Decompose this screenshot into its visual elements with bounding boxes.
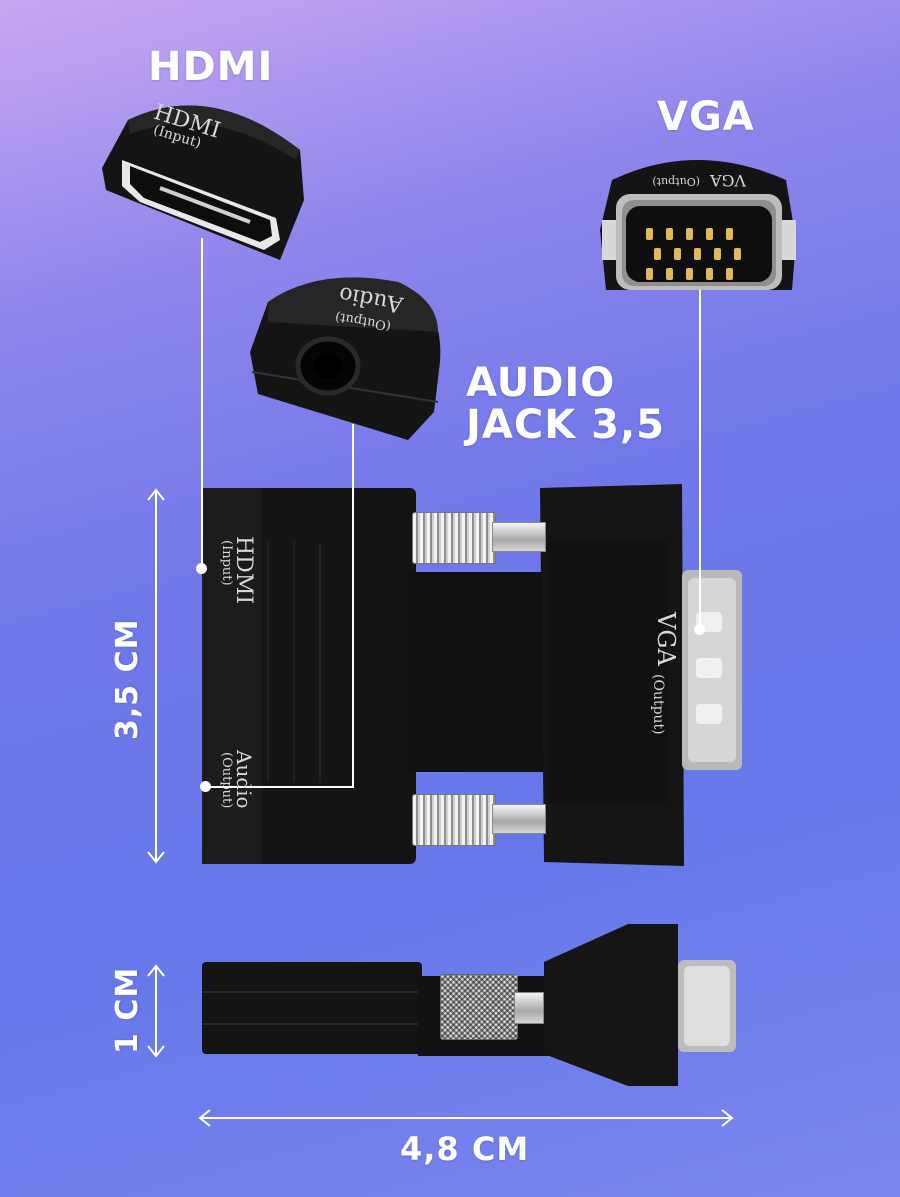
audio-port-closeup: Audio (Output): [248, 262, 444, 442]
audio-callout-hline: [206, 786, 354, 788]
adapter-front-image: [202, 484, 742, 866]
side-screw-shaft: [514, 992, 544, 1024]
vga-closeup-engraving: VGA: [710, 171, 746, 190]
hdmi-port-closeup: HDMI (Input): [100, 90, 308, 262]
height-dimension-label: 3,5 CM: [110, 618, 145, 740]
body-hdmi-sub: (Input): [219, 540, 234, 586]
body-hdmi-sub-text: (Input): [219, 540, 234, 586]
body-hdmi-engraving: HDMI: [231, 536, 256, 604]
vga-closeup-sub-text: (Output): [652, 175, 700, 188]
body-vga-sub: (Output): [650, 674, 666, 735]
adapter-front-view: HDMI (Input) Audio (Output) VGA (Output): [198, 482, 748, 870]
body-audio-text: Audio: [232, 750, 256, 809]
body-audio-engraving: Audio: [232, 750, 256, 809]
vga-port-closeup: VGA (Output): [596, 150, 802, 296]
depth-dimension-label: 1 CM: [110, 966, 145, 1054]
bottom-screw-shaft: [492, 804, 546, 834]
body-hdmi-text: HDMI: [231, 536, 256, 605]
body-vga-sub-text: (Output): [650, 674, 666, 735]
depth-dimension-arrow: [147, 964, 165, 1058]
vga-port-image: [600, 160, 796, 290]
vga-label: VGA: [657, 94, 755, 140]
width-dimension-arrow: [198, 1109, 734, 1127]
height-dimension-arrow: [147, 488, 165, 864]
body-audio-sub: (Output): [219, 752, 234, 808]
audio-label-line1: AUDIO: [466, 360, 616, 406]
body-vga-engraving: VGA: [652, 612, 680, 666]
vga-closeup-sub: (Output): [652, 175, 700, 188]
audio-port-image: [250, 277, 441, 440]
audio-callout-vline: [352, 424, 354, 788]
vga-callout-line: [699, 290, 701, 628]
top-screw-shaft: [492, 522, 546, 552]
body-audio-sub-text: (Output): [219, 752, 234, 809]
top-screw-knurl: [412, 512, 496, 564]
hdmi-label: HDMI: [148, 44, 274, 90]
body-vga-text: VGA: [652, 612, 680, 666]
bottom-screw-knurl: [412, 794, 496, 846]
hdmi-callout-dot: [196, 563, 207, 574]
vga-pins: [596, 150, 802, 296]
side-screw-knurl: [440, 974, 518, 1040]
audio-label-line2: JACK 3,5: [466, 402, 665, 448]
hdmi-callout-line: [201, 238, 203, 570]
hdmi-port-image: [102, 105, 304, 260]
vga-callout-dot: [694, 624, 705, 635]
adapter-side-view: [198, 920, 742, 1090]
audio-callout-dot: [200, 781, 211, 792]
width-dimension-label: 4,8 CM: [400, 1130, 530, 1168]
vga-closeup-text: VGA: [710, 171, 746, 190]
